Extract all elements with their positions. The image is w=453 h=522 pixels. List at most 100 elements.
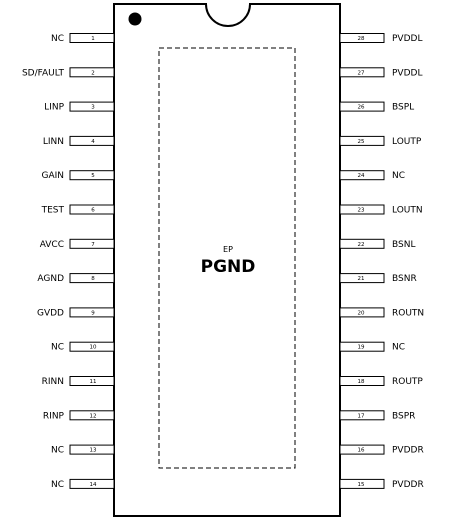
pin-left: 4 LINN — [43, 135, 115, 147]
pin-name: GAIN — [41, 171, 64, 181]
pin-lead — [69, 273, 115, 284]
pin-number: 20 — [358, 310, 365, 316]
pin-lead — [69, 170, 115, 181]
pin-name: ROUTP — [392, 377, 423, 387]
pin-lead — [69, 376, 115, 386]
pin-lead — [69, 410, 115, 421]
pin-lead — [339, 273, 385, 284]
pin-name: SD/FAULT — [22, 68, 65, 78]
pin-lead — [339, 341, 385, 352]
pin-name: NC — [51, 34, 64, 44]
pin-lead — [339, 307, 385, 318]
pin-name: NC — [51, 480, 64, 490]
pin-right: 20 ROUTN — [339, 307, 424, 318]
pin-name: PVDDL — [392, 34, 422, 44]
pin-name: AGND — [37, 274, 64, 284]
pin-name: LINN — [43, 137, 64, 147]
pin-left: 6 TEST — [41, 204, 115, 216]
pin-lead — [339, 478, 385, 489]
pin-number: 27 — [358, 70, 365, 76]
left-pin-group: 1NC2SD/FAULT3LINP4LINN5GAIN6TEST7AVCC8AG… — [22, 33, 115, 490]
pin-right: 17 BSPR — [339, 410, 415, 421]
exposed-pad-outline — [158, 47, 296, 469]
pin-right: 23 LOUTN — [339, 204, 423, 216]
pin-number: 8 — [91, 276, 95, 282]
pin-number: 10 — [90, 345, 97, 351]
pin-left: 5 GAIN — [41, 170, 115, 181]
pin-lead — [69, 307, 115, 318]
pin-right: 22 BSNL — [339, 238, 415, 250]
pin-lead — [339, 101, 385, 112]
pin-lead — [339, 170, 385, 181]
pin-left: 12 RINP — [43, 410, 115, 421]
pin-left: 2SD/FAULT — [22, 67, 115, 78]
pin-number: 5 — [91, 173, 95, 179]
pin-name: BSNL — [392, 240, 415, 250]
pin-lead — [339, 204, 385, 215]
pin-lead — [69, 444, 115, 455]
pin-name: GVDD — [37, 308, 64, 318]
pin-left: 9 GVDD — [37, 307, 115, 318]
pin-number: 9 — [91, 310, 95, 316]
pin-name: BSPR — [392, 411, 415, 421]
pin-left: 1 NC — [51, 33, 115, 44]
pin-number: 17 — [358, 413, 365, 419]
package-body — [113, 3, 341, 517]
pin-number: 18 — [358, 379, 365, 385]
pin-number: 15 — [358, 482, 365, 488]
pin-name: NC — [51, 446, 64, 456]
pin-name: NC — [392, 171, 405, 181]
pin-name: TEST — [41, 206, 65, 216]
pin-name: NC — [51, 343, 64, 353]
pin-name: PVDDR — [392, 480, 424, 490]
exposed-pad-label: EP — [223, 245, 233, 254]
pin-name: LOUTP — [392, 137, 422, 147]
pin-number: 14 — [90, 482, 97, 488]
pin-lead — [69, 238, 115, 249]
pin-number: 28 — [358, 36, 365, 42]
pin-lead — [69, 33, 115, 43]
pin-lead — [339, 376, 385, 386]
pin-name: LOUTN — [392, 206, 423, 216]
pin-number: 23 — [358, 208, 365, 214]
exposed-pad-name: PGND — [201, 257, 256, 277]
pin-number: 6 — [91, 208, 95, 214]
pin-lead — [339, 135, 385, 146]
pin-lead — [339, 410, 385, 421]
pin-number: 16 — [358, 448, 365, 454]
pin-number: 21 — [358, 276, 365, 282]
pin-number: 12 — [90, 413, 97, 419]
pin-lead — [69, 341, 115, 352]
pin-left: 14 NC — [51, 478, 115, 490]
pin-number: 19 — [358, 345, 365, 351]
pin-right: 18 ROUTP — [339, 376, 423, 387]
pin-number: 1 — [91, 36, 95, 42]
pin-name: PVDDL — [392, 68, 422, 78]
pin-name: LINP — [44, 103, 64, 113]
pin-number: 22 — [358, 242, 365, 248]
pin-name: ROUTN — [392, 308, 424, 318]
pin-name: BSPL — [392, 103, 414, 113]
pin-name: BSNR — [392, 274, 417, 284]
pin-right: 25 LOUTP — [339, 135, 422, 147]
pin-lead — [339, 238, 385, 249]
pin-right: 15 PVDDR — [339, 478, 424, 490]
pin-name: NC — [392, 343, 405, 353]
pin-left: 8 AGND — [37, 273, 115, 284]
pin-number: 25 — [358, 139, 365, 145]
pin-right: 27 PVDDL — [339, 67, 422, 78]
pin-name: AVCC — [40, 240, 64, 250]
pin-number: 13 — [90, 448, 97, 454]
pin-right: 19 NC — [339, 341, 405, 353]
pin-lead — [339, 67, 385, 78]
pin-lead — [69, 478, 115, 489]
pin-name: RINP — [43, 411, 65, 421]
pin-number: 4 — [91, 139, 95, 145]
